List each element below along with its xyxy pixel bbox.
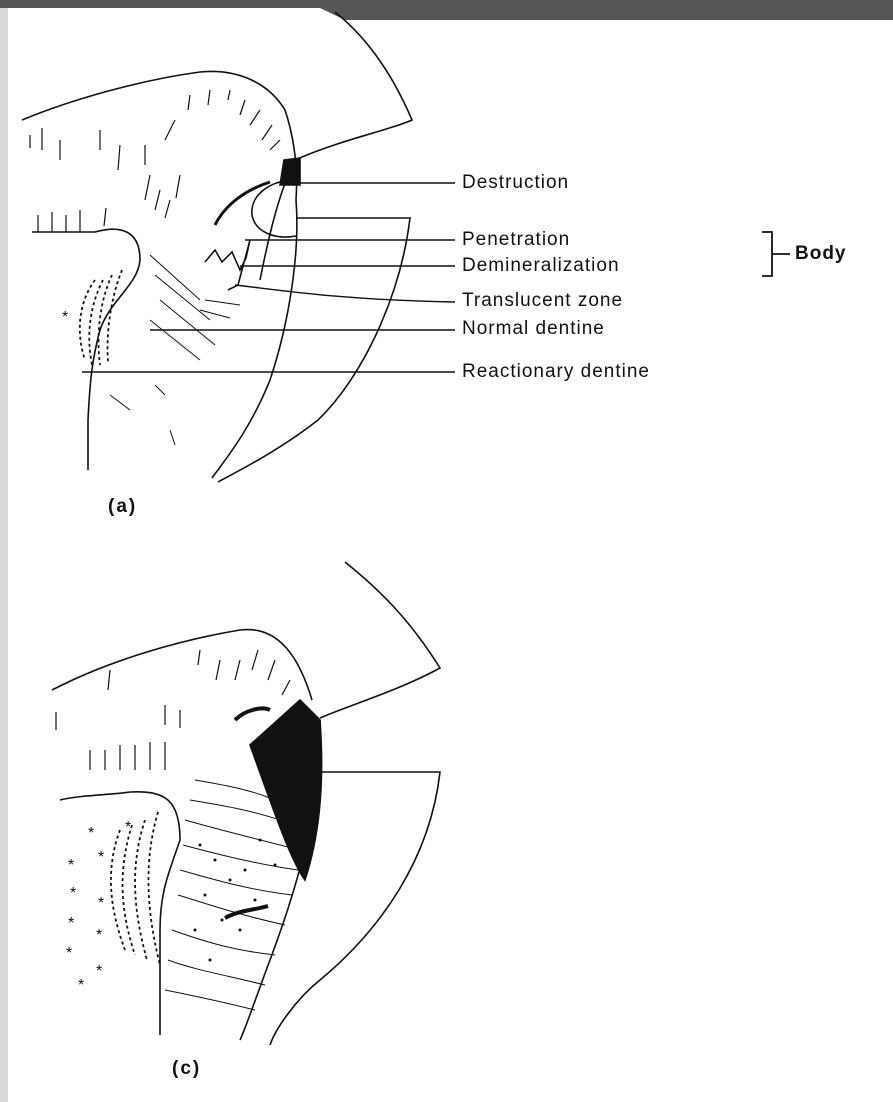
asterisk-a: * [62, 309, 68, 326]
leader-lines-a [82, 183, 455, 372]
label-translucent-zone: Translucent zone [462, 290, 623, 312]
leader-translucent [235, 285, 455, 302]
reactionary-dentine-arcs-a [80, 270, 122, 365]
svg-text:*: * [68, 915, 74, 932]
svg-text:*: * [96, 927, 102, 944]
label-body: Body [795, 243, 847, 265]
panel-c-drawing: ** ** ** ** ** * [52, 562, 440, 1045]
cavity-fleck-lower-c [225, 906, 268, 918]
svg-text:*: * [88, 825, 94, 842]
svg-text:*: * [125, 819, 131, 836]
penetration-band-a [215, 182, 270, 225]
crown-top-outline-a [22, 71, 297, 200]
svg-text:*: * [96, 963, 102, 980]
reactionary-dentine-arcs-c [111, 812, 160, 965]
cavity-destruction-c [250, 700, 322, 880]
demineralization-front-a [205, 240, 250, 290]
label-penetration: Penetration [462, 229, 570, 251]
svg-text:*: * [68, 857, 74, 874]
label-normal-dentine: Normal dentine [462, 318, 605, 340]
pulp-outline-c [60, 792, 180, 1035]
cavity-outline-a [252, 180, 296, 237]
label-destruction: Destruction [462, 172, 569, 194]
panel-label-c: (c) [172, 1058, 201, 1080]
svg-text:*: * [70, 885, 76, 902]
label-reactionary-dentine: Reactionary dentine [462, 361, 650, 383]
enamel-outline-c [320, 562, 440, 718]
tooth-right-surface-a [212, 200, 297, 478]
label-demineralization: Demineralization [462, 255, 620, 277]
destruction-zone-a [280, 158, 300, 185]
stipple-dots-c [194, 839, 277, 962]
svg-text:*: * [78, 977, 84, 994]
asterisks-c: ** ** ** ** ** * [66, 819, 131, 994]
cavity-fleck-c [235, 708, 270, 720]
svg-text:*: * [66, 945, 72, 962]
svg-text:*: * [98, 895, 104, 912]
panel-label-a: (a) [108, 496, 137, 518]
panel-a-drawing: * [22, 12, 790, 482]
svg-text:*: * [98, 849, 104, 866]
pulp-outline-a [32, 229, 140, 470]
top-band-strip [345, 8, 893, 14]
body-bracket [762, 232, 790, 276]
enamel-hatching-a [30, 90, 280, 232]
